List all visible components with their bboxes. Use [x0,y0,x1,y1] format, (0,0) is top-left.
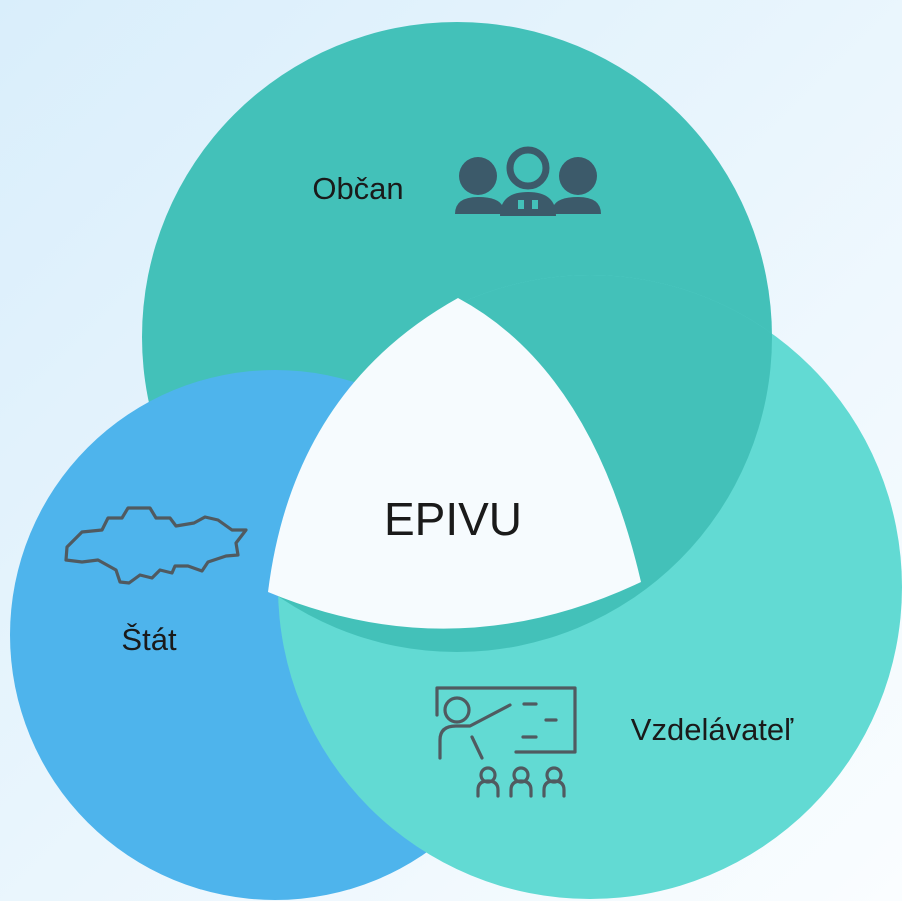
center-region [268,298,641,629]
center-label: EPIVU [384,493,522,545]
teacher-classroom-icon [435,686,577,798]
slovakia-map-icon [64,506,248,585]
vzdelavatel-label: Vzdelávateľ [631,712,794,747]
obcan-label: Občan [312,171,403,206]
people-group-icon [455,146,601,216]
stat-label: Štát [121,622,177,657]
